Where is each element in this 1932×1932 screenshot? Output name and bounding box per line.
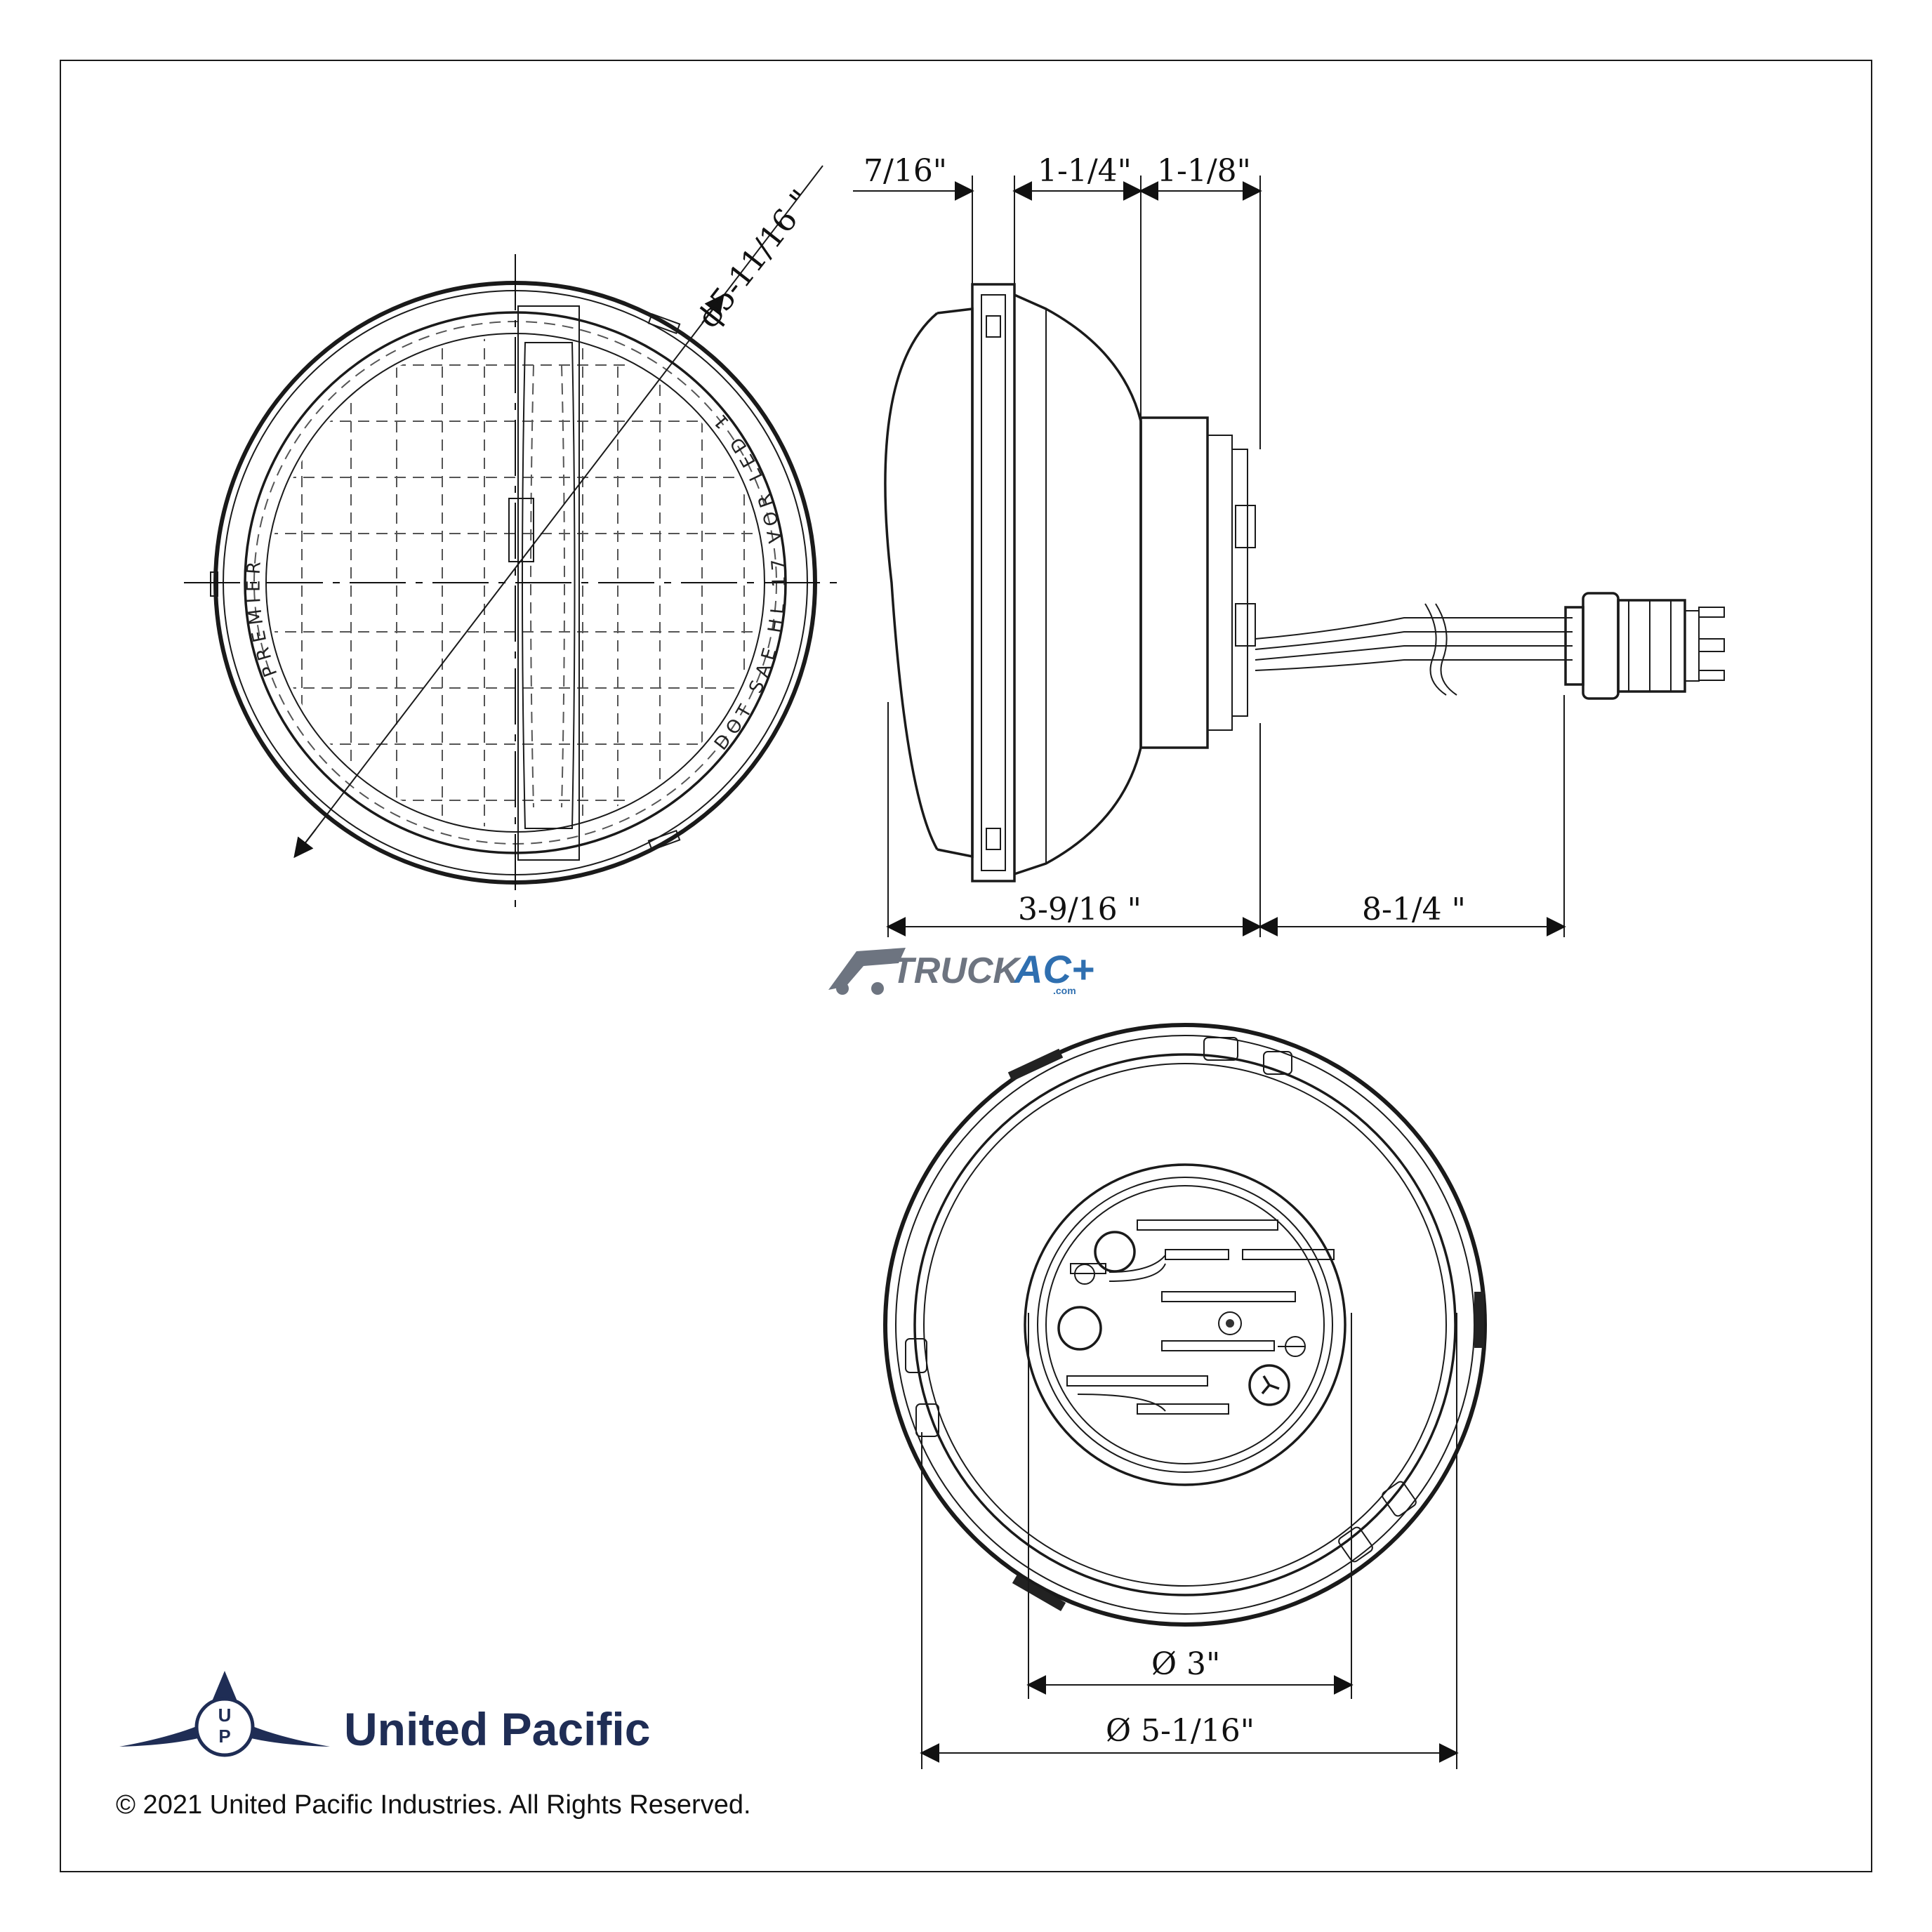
watermark-suffix: .com [1053, 985, 1076, 996]
svg-text:U: U [218, 1705, 232, 1726]
heatsink-fins [1066, 1219, 1335, 1415]
rear-tab-top-1 [1203, 1037, 1238, 1061]
front-diameter-label: ϕ5-11/16 " [690, 183, 819, 335]
rear-vent-bottom [1057, 1306, 1102, 1351]
brand-name: United Pacific [344, 1703, 651, 1755]
page-border [60, 60, 1872, 1872]
rear-vent-top [1094, 1231, 1136, 1273]
rear-tab-right-2 [1338, 1526, 1373, 1563]
connector-pin-bottom [1698, 670, 1725, 681]
rear-view: Ø 3" Ø 5-1/16" [883, 1023, 1487, 1769]
side-housing [1014, 293, 1142, 875]
lens-marking-left: PREMIER [244, 555, 282, 680]
rear-inner-diameter-label: Ø 3" [1151, 1646, 1220, 1682]
side-rear-depth-label: 1-1/8" [1157, 153, 1251, 189]
side-view: 7/16" 1-1/4" 1-1/8" 3-9/16 " 8-1/4 " [853, 153, 1725, 937]
rear-outer-ring [883, 1023, 1487, 1627]
svg-text:P: P [218, 1726, 230, 1747]
side-flange [971, 283, 1016, 882]
cable-length-label: 8-1/4 " [1362, 892, 1466, 927]
connector-pin-top [1698, 607, 1725, 618]
front-diameter-line [294, 165, 823, 857]
copyright-notice: © 2021 United Pacific Industries. All Ri… [116, 1790, 751, 1820]
truck-silhouette-icon [828, 948, 906, 990]
rear-housing-ring [913, 1053, 1457, 1596]
rear-outer-diameter-label: Ø 5-1/16" [1106, 1713, 1255, 1749]
front-clip-top [647, 312, 681, 335]
up-emblem-icon [194, 1697, 255, 1757]
watermark-prefix: TRUCK [892, 951, 1021, 991]
lens-marking-right: DOT SAE HL 17 VOR LED 1180400 [0, 0, 790, 755]
side-body-depth-label: 1-1/4" [1038, 153, 1132, 189]
rear-clip-right [1474, 1292, 1484, 1348]
rear-screw [1218, 1311, 1242, 1335]
rear-tab-right-1 [1382, 1481, 1417, 1517]
rear-clip-top [1007, 1048, 1064, 1082]
rear-tab-left-1 [905, 1338, 927, 1373]
rear-heatsink-ring [1024, 1163, 1347, 1486]
rear-clip-bottom [1012, 1574, 1066, 1612]
connector-pin-middle [1698, 638, 1725, 652]
front-clip-bottom [647, 829, 681, 852]
rear-tab-left-2 [915, 1403, 939, 1437]
watermark-accent: AC+ [1013, 947, 1094, 991]
rear-tab-top-2 [1263, 1051, 1292, 1075]
side-wire-1 [1255, 617, 1573, 640]
side-heatsink [1139, 416, 1209, 749]
side-lens-depth-label: 7/16" [864, 153, 947, 189]
center-led-bar [517, 305, 580, 861]
united-pacific-logo: U P [119, 1671, 330, 1757]
side-lens-dome [884, 312, 939, 850]
rear-fan-icon [1248, 1364, 1290, 1406]
truckac-watermark: TRUCK AC+ .com [828, 947, 1094, 996]
side-total-depth-label: 3-9/16 " [1018, 892, 1142, 927]
front-view: ϕ5-11/16 " PREMIER DOT SAE HL 17 VOR LED… [0, 0, 846, 916]
side-connector-housing [1582, 592, 1620, 700]
